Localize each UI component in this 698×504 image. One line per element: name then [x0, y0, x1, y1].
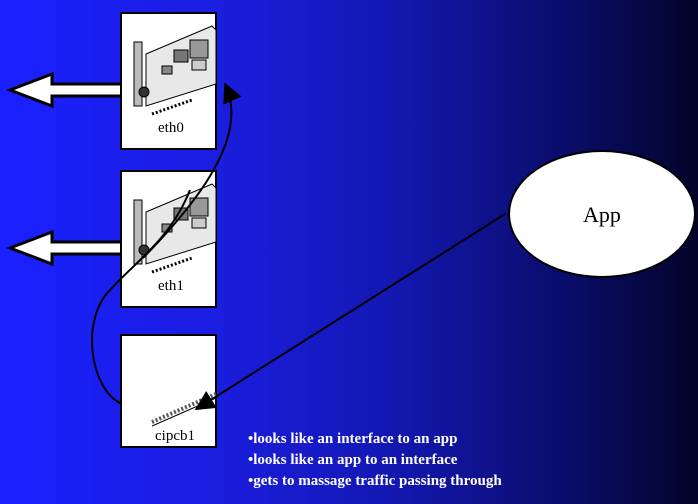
eth1-outbound-arrow — [5, 229, 140, 267]
eth1-label: eth1 — [158, 278, 184, 294]
eth0-card: eth0 — [120, 12, 217, 150]
app-to-cipcb1-line — [194, 213, 506, 411]
bullet-item: •looks like an interface to an app — [248, 431, 458, 447]
eth0-label: eth0 — [158, 120, 184, 136]
cipcb1-card: cipcb1 — [120, 334, 217, 448]
app-node: App — [508, 150, 696, 278]
eth0-outbound-arrow — [5, 71, 140, 109]
bullet-item: •gets to massage traffic passing through — [248, 473, 502, 489]
feature-bullets: •looks like an interface to an app •look… — [248, 429, 502, 492]
bullet-item: •looks like an app to an interface — [248, 452, 458, 468]
eth1-card: eth1 — [120, 170, 217, 308]
app-label: App — [583, 202, 621, 227]
cipcb1-label: cipcb1 — [155, 428, 195, 444]
